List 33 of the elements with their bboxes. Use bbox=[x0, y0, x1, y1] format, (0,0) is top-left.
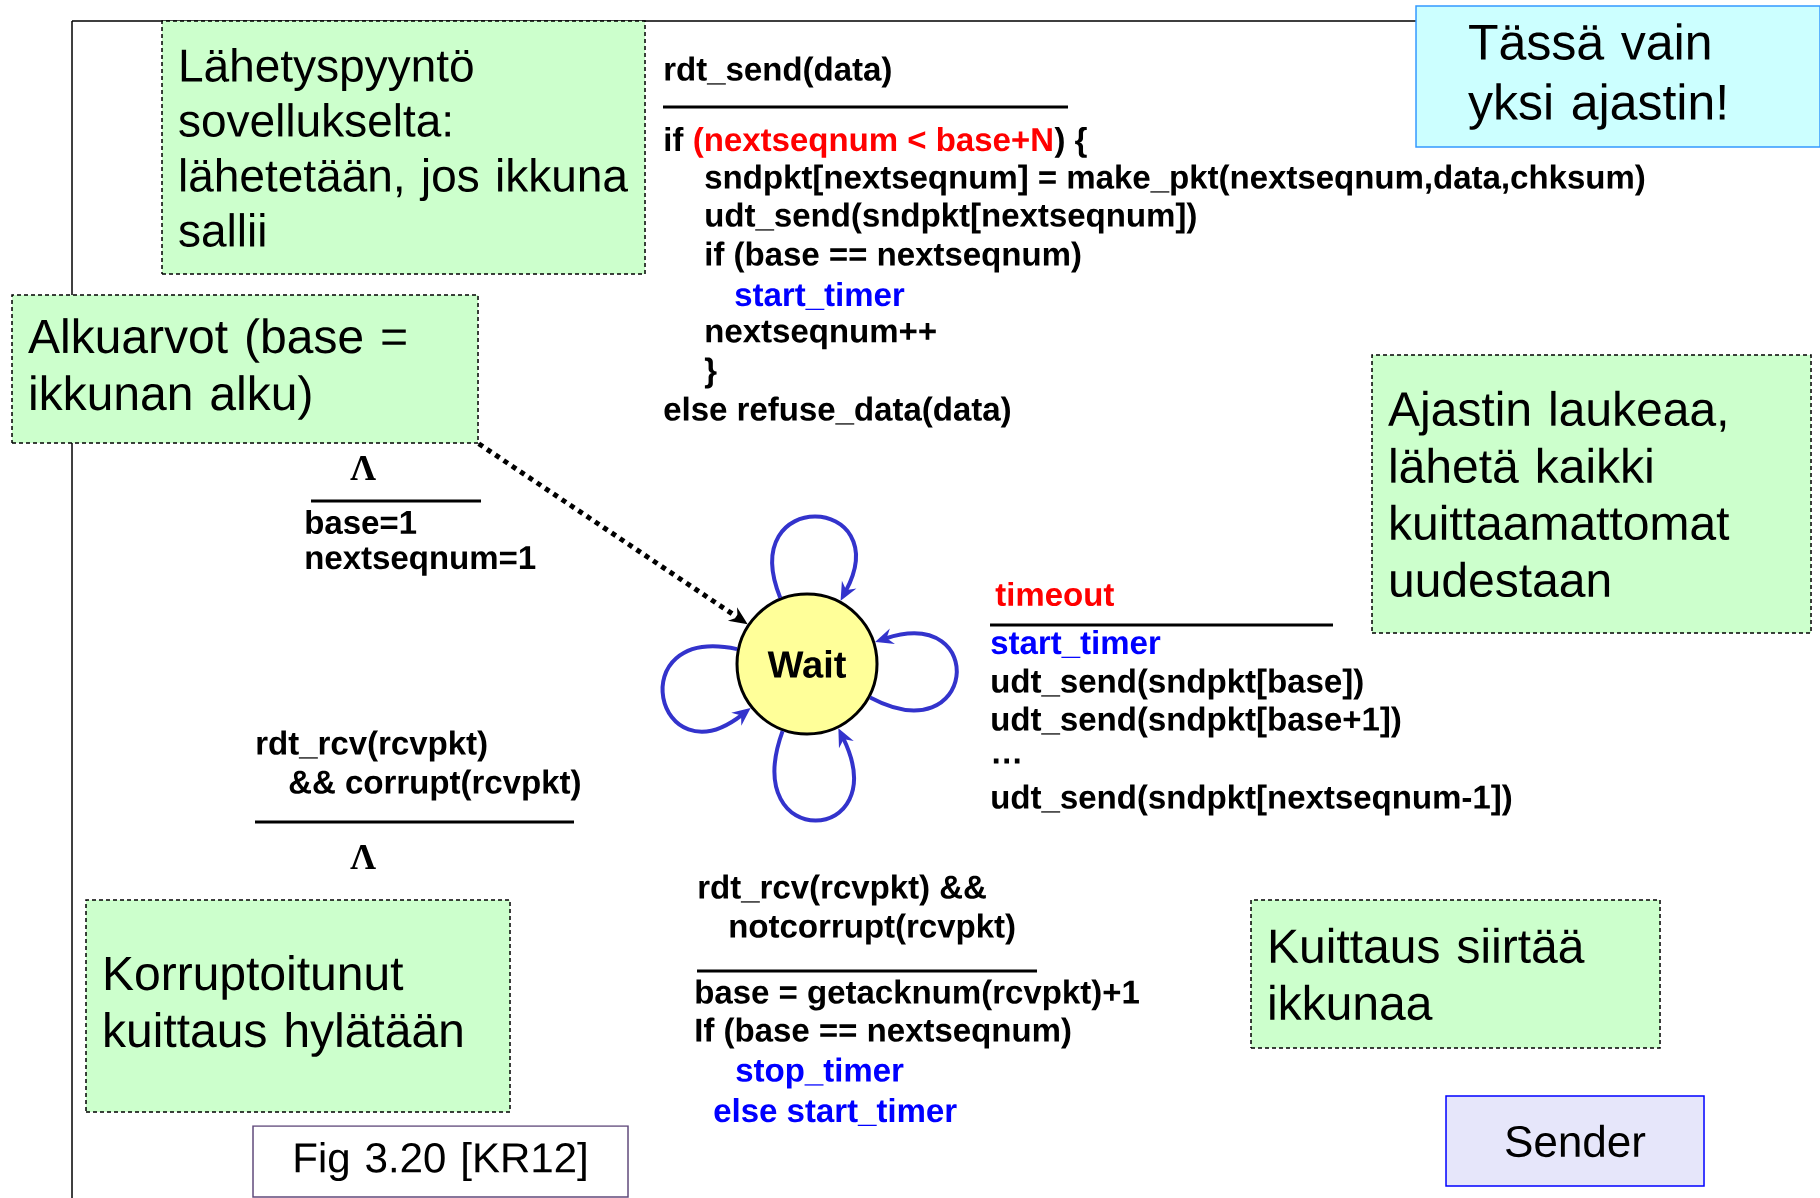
note-box: Kuittaus siirtää ikkunaa bbox=[1250, 899, 1661, 1049]
code-text: udt_send(sndpkt[base]) bbox=[992, 668, 1363, 700]
note-box: Tässä vain yksi ajastin! bbox=[1415, 5, 1820, 148]
code-text: nextseqnum=1 bbox=[306, 546, 536, 576]
note-box: Lähetyspyyntö sovellukselta: lähetetään, jos ikkuna sallii bbox=[161, 20, 646, 275]
code-text: ) { bbox=[1054, 127, 1087, 158]
code-text: … bbox=[993, 758, 1020, 764]
code-text: base=1 bbox=[306, 509, 417, 535]
note-box: Alkuarvot (base = ikkunan alku) bbox=[11, 294, 479, 444]
code-text: if (base == nextseqnum) bbox=[706, 241, 1081, 273]
code-text: rdt_rcv(rcvpkt) && bbox=[699, 874, 986, 906]
code-text: sndpkt[nextseqnum] = make_pkt(nextseqnum,data,chksum) bbox=[705, 164, 1645, 196]
code-text: (nextseqnum < base+N bbox=[694, 127, 1052, 158]
code-text: notcorrupt(rcvpkt) bbox=[730, 913, 1015, 945]
code-text: udt_send(sndpkt[base+1]) bbox=[992, 706, 1401, 738]
code-text: stop_timer bbox=[736, 1057, 904, 1089]
code-text: && corrupt(rcvpkt) bbox=[289, 769, 580, 801]
code-text: timeout bbox=[995, 581, 1114, 607]
code-text: udt_send(sndpkt[nextseqnum]) bbox=[706, 202, 1196, 234]
sender-box: Sender bbox=[1445, 1095, 1705, 1187]
code-text: else refuse_data(data) bbox=[664, 396, 1010, 428]
note-box: Korruptoitunut kuittaus hylätään bbox=[85, 899, 511, 1113]
code-text: else start_timer bbox=[714, 1098, 957, 1126]
note-box: Ajastin laukeaa, lähetä kaikki kuittaamattomat uudestaan bbox=[1371, 354, 1812, 634]
code-text: If (base == nextseqnum) bbox=[696, 1017, 1071, 1049]
code-text: start_timer bbox=[735, 282, 905, 310]
code-text: rdt_rcv(rcvpkt) bbox=[257, 730, 487, 762]
code-text: udt_send(sndpkt[nextseqnum-1]) bbox=[992, 784, 1512, 816]
code-text: } bbox=[704, 357, 717, 389]
code-text: nextseqnum++ bbox=[706, 320, 936, 350]
figure-caption: Fig 3.20 [KR12] bbox=[252, 1125, 629, 1198]
code-text: start_timer bbox=[991, 630, 1161, 658]
code-text: base = getacknum(rcvpkt)+1 bbox=[696, 979, 1139, 1011]
